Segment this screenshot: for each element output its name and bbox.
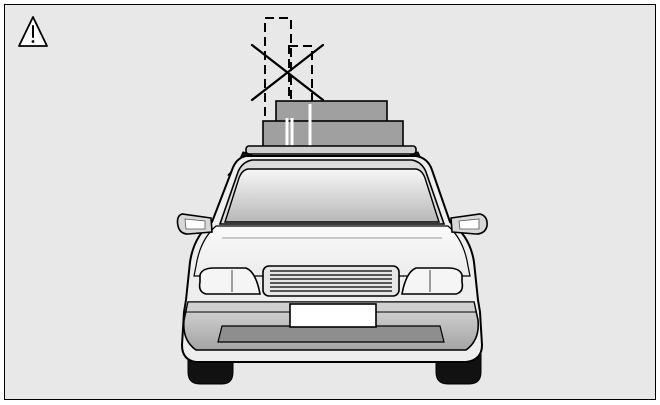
headlight-left (200, 268, 260, 294)
license-plate (290, 304, 376, 327)
roof-cargo-boxes (263, 101, 403, 147)
windshield (225, 169, 439, 222)
lower-air-intake (218, 326, 444, 342)
grille (263, 266, 399, 296)
cargo-box-bottom (263, 121, 403, 147)
headlight-right (402, 268, 462, 294)
